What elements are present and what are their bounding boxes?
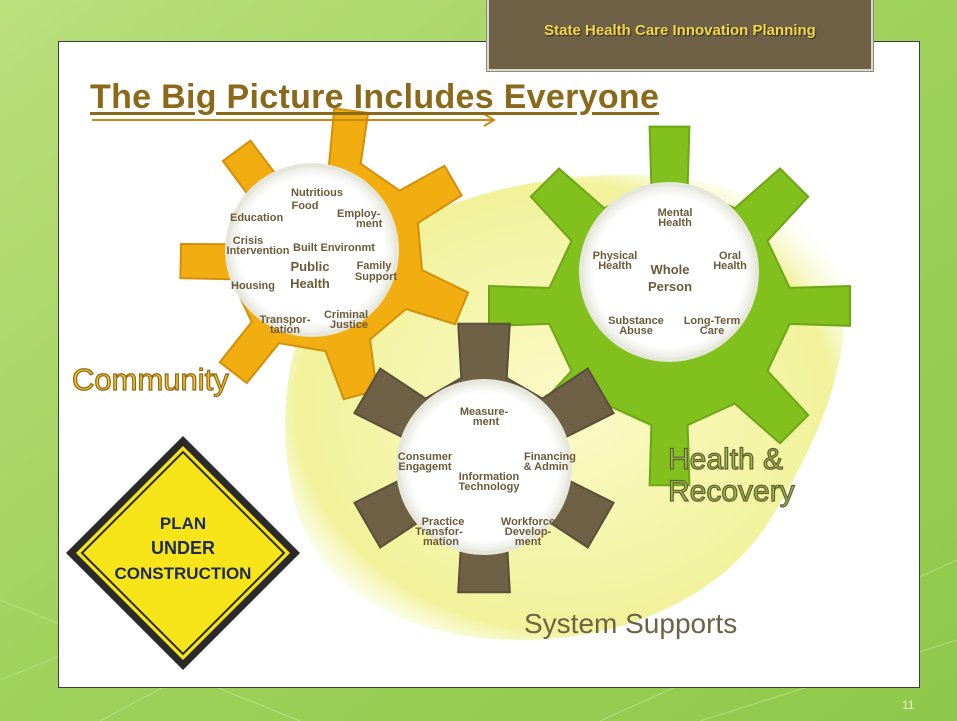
program-title-banner: State Health Care Innovation Planning [487, 0, 873, 71]
label-housing: Housing [231, 280, 275, 292]
caption-health-recovery: Health &Recovery [668, 443, 795, 508]
page-number: 11 [902, 698, 915, 712]
label-built-environment: Built Environmt [293, 242, 375, 254]
label-transportation: Transpor-tation [260, 314, 311, 336]
health-gear-hub [579, 182, 759, 362]
label-financing-admin: Financing& Admin [524, 451, 576, 473]
sign-line-construction: CONSTRUCTION [115, 564, 252, 583]
community-gear-hub [225, 163, 399, 337]
slide-title: The Big Picture Includes Everyone [90, 78, 660, 116]
title-arrow [92, 113, 496, 127]
plan-under-construction-sign: PLAN UNDER CONSTRUCTION [66, 436, 300, 670]
system-gear-hub [396, 379, 572, 555]
label-employment: Employ-ment [337, 208, 383, 230]
caption-community: Community [72, 362, 229, 397]
label-education: Education [230, 212, 283, 224]
caption-system-supports: System Supports [524, 608, 737, 639]
sign-line-under: UNDER [151, 538, 215, 558]
program-title: State Health Care Innovation Planning [544, 22, 816, 39]
sign-line-plan: PLAN [160, 514, 206, 533]
label-measurement: Measure-ment [460, 406, 509, 428]
